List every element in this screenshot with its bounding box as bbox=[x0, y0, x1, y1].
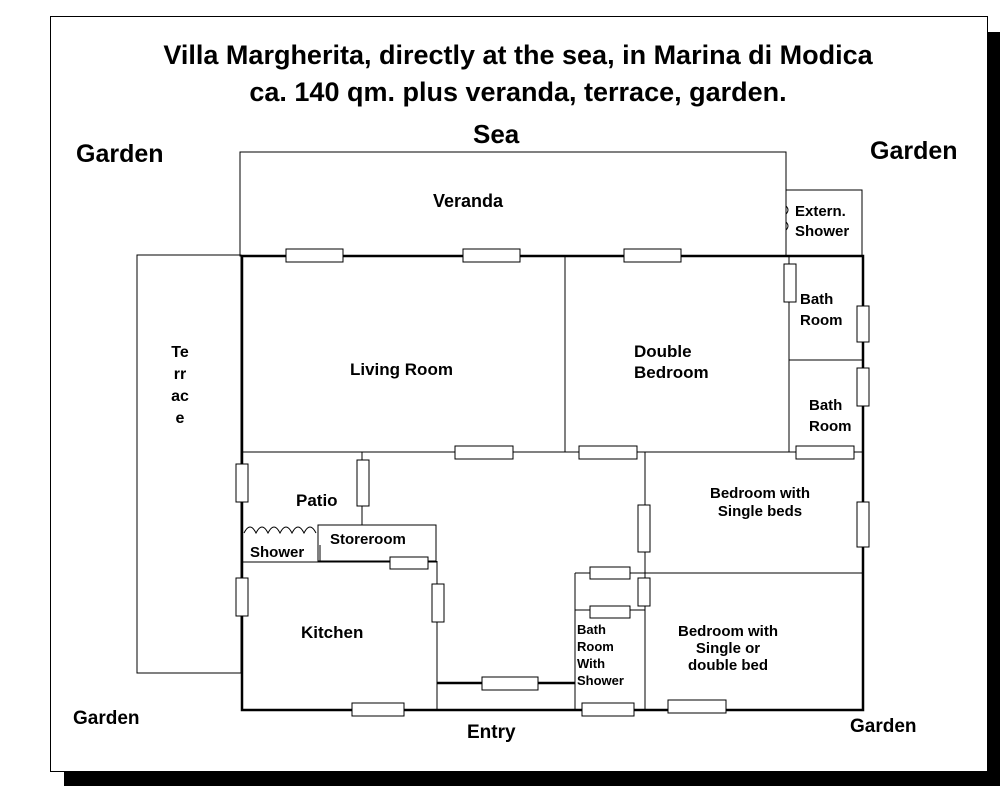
garden-label-bottom-right: Garden bbox=[850, 716, 917, 737]
bath-shower-label-2: Room bbox=[577, 639, 614, 654]
bath-room-b-label-2: Room bbox=[809, 418, 852, 435]
bath-room-b-label-1: Bath bbox=[809, 397, 843, 414]
garden-label-top-left: Garden bbox=[76, 140, 164, 168]
title-line-2: ca. 140 qm. plus veranda, terrace, garde… bbox=[249, 77, 787, 107]
bedroom-double-label-2: Single or bbox=[695, 640, 761, 657]
sea-label: Sea bbox=[473, 119, 520, 149]
bath-shower-label-3: With bbox=[577, 656, 606, 671]
bedroom-single-label-2: Single beds bbox=[717, 503, 803, 520]
veranda-outline bbox=[239, 151, 787, 257]
bath-shower-label-1: Bath bbox=[577, 622, 606, 637]
double-bedroom-label-2: Bedroom bbox=[634, 363, 709, 382]
extern-shower-label-2: Shower bbox=[795, 223, 850, 240]
veranda-label: Veranda bbox=[433, 191, 504, 211]
bedroom-double-label-1: Bedroom with bbox=[678, 623, 778, 640]
bath-room-a-label-1: Bath bbox=[800, 291, 834, 308]
entry-label: Entry bbox=[467, 722, 516, 743]
bedroom-single-label-1: Bedroom with bbox=[710, 485, 810, 502]
shower-curtain bbox=[243, 526, 317, 535]
storeroom-label: Storeroom bbox=[330, 531, 406, 548]
terrace-outline bbox=[136, 254, 242, 674]
patio-label: Patio bbox=[296, 491, 338, 510]
floorplan-sheet bbox=[50, 16, 988, 772]
garden-label-top-right: Garden bbox=[870, 137, 958, 165]
kitchen-label: Kitchen bbox=[301, 623, 364, 642]
double-bedroom-label-1: Double bbox=[634, 342, 692, 361]
title-line-1: Villa Margherita, directly at the sea, i… bbox=[163, 40, 873, 70]
bath-shower-label-4: Shower bbox=[577, 673, 624, 688]
bath-room-a-label-2: Room bbox=[800, 312, 843, 329]
bedroom-double-label-3: double bed bbox=[688, 657, 768, 674]
shower-label: Shower bbox=[250, 544, 305, 561]
living-room-label: Living Room bbox=[350, 360, 453, 379]
extern-shower-label-1: Extern. bbox=[795, 203, 846, 220]
garden-label-bottom-left: Garden bbox=[73, 708, 140, 729]
terrace-label: Terrace bbox=[171, 344, 189, 427]
